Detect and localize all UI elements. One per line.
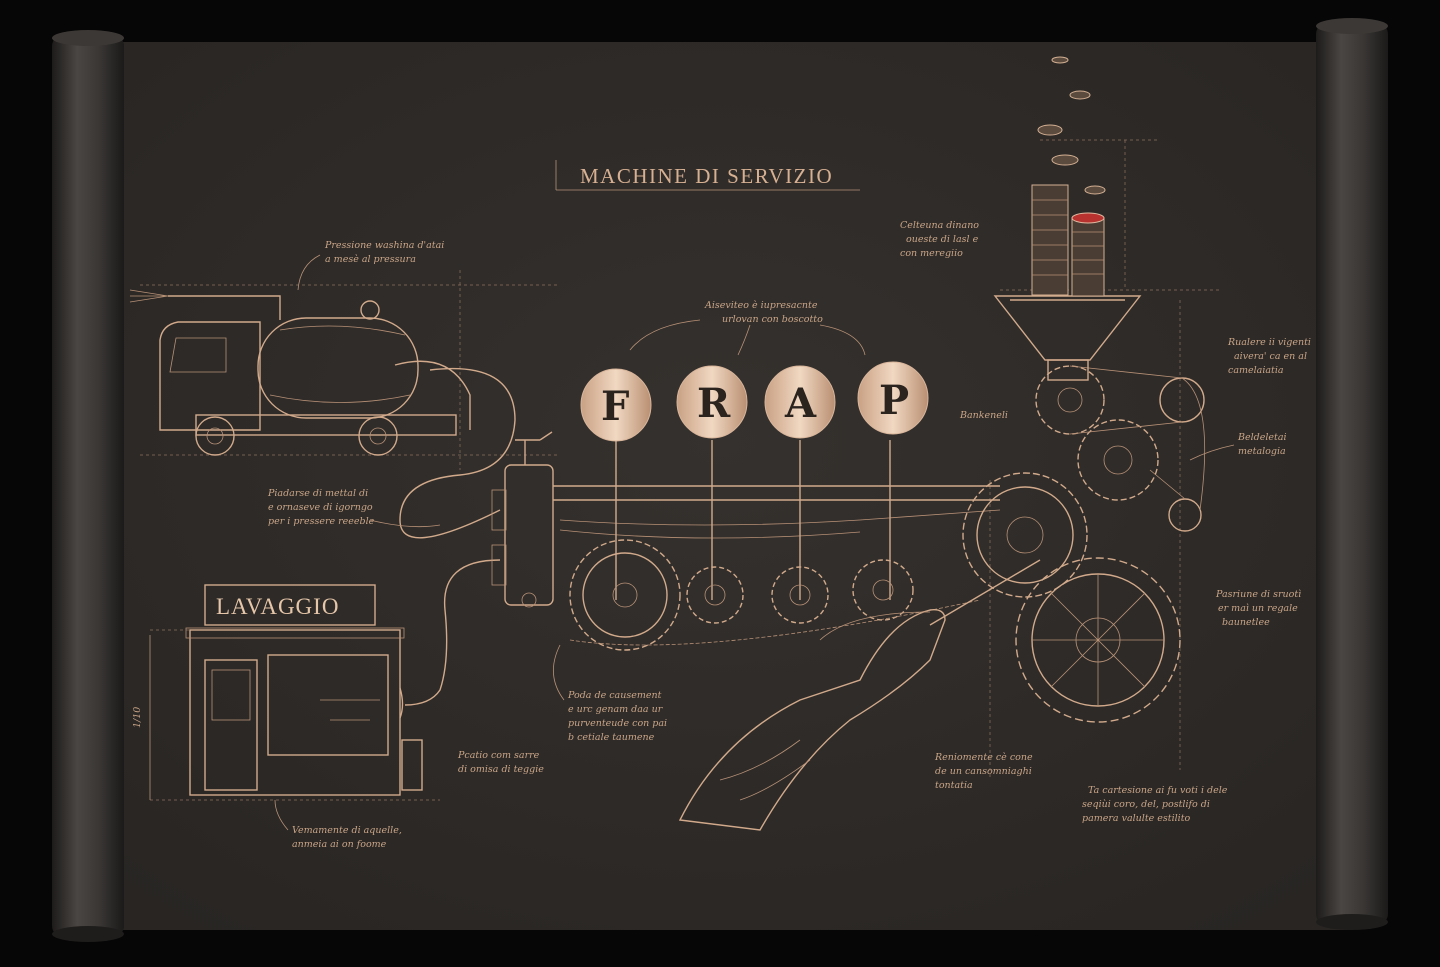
- right-roll: [1316, 18, 1388, 930]
- annotation-coins: Celteuna dinano oueste di lasl e con mer…: [900, 220, 979, 259]
- svg-text:er maì un regale: er maì un regale: [1218, 603, 1298, 614]
- annotation-gear-bottom-right: Pasriune di sruotì er maì un regale baun…: [1215, 589, 1301, 628]
- annotation-shop-left: Pcatio com sarre di omisa di teggie: [457, 750, 544, 775]
- svg-text:urlovan con boscotto: urlovan con boscotto: [722, 314, 823, 325]
- svg-text:Pasriune di sruotì: Pasriune di sruotì: [1215, 589, 1301, 600]
- svg-text:1/10: 1/10: [132, 707, 143, 728]
- water-hose: [399, 367, 516, 539]
- svg-text:Reniomente cè cone: Reniomente cè cone: [934, 752, 1033, 763]
- key-r: R: [676, 365, 748, 600]
- svg-text:seqiùi coro, del, postlifo di: seqiùi coro, del, postlifo di: [1082, 799, 1210, 810]
- svg-text:di omisa di teggie: di omisa di teggie: [458, 764, 544, 775]
- svg-text:a mesè al pressura: a mesè al pressura: [325, 254, 416, 265]
- svg-text:R: R: [697, 380, 731, 427]
- key-a: A: [764, 365, 836, 600]
- svg-text:b cetiale taumene: b cetiale taumene: [568, 732, 655, 743]
- annotation-truck: Pressione washina d'atai a mesè al press…: [297, 240, 444, 291]
- lavaggio-shop: LAVAGGIO: [185, 584, 423, 796]
- svg-text:Pcatio com sarre: Pcatio com sarre: [457, 750, 540, 761]
- svg-text:de un cansomniaghi: de un cansomniaghi: [935, 766, 1032, 777]
- annotation-gear-right: Beldeletai metalogia: [1189, 432, 1287, 461]
- svg-text:tontatia: tontatia: [935, 780, 973, 791]
- svg-text:con meregiio: con meregiio: [900, 248, 963, 259]
- page-title: MACHINE DI SERVIZIO: [580, 164, 833, 188]
- left-roll: [52, 30, 124, 942]
- tanker-truck: [129, 289, 471, 456]
- svg-text:Aiseviteo è iupresacnte: Aiseviteo è iupresacnte: [704, 300, 818, 311]
- annotation-keys: Aiseviteo è iupresacnte urlovan con bosc…: [629, 300, 866, 356]
- shop-sign: LAVAGGIO: [216, 594, 339, 619]
- svg-text:Celteuna dinano: Celteuna dinano: [900, 220, 979, 231]
- key-f: F: [580, 368, 652, 600]
- svg-text:Poda de causement: Poda de causement: [567, 690, 662, 701]
- svg-text:per i pressere reeeble: per i pressere reeeble: [268, 516, 375, 527]
- svg-text:purventeude con pai: purventeude con pai: [568, 718, 667, 729]
- annotation-shop-bottom: Vemamente di aquelle, anmeia ai on foome: [274, 799, 402, 850]
- key-p: P: [857, 361, 929, 600]
- annotation-center: Reniomente cè cone de un cansomniaghi to…: [934, 752, 1033, 791]
- annotation-bottom-right: Ta cartesione ai fu voti i dele seqiùi c…: [1082, 785, 1228, 824]
- svg-text:pamera valulte estilito: pamera valulte estilito: [1082, 813, 1191, 824]
- svg-text:Pressione washina d'atai: Pressione washina d'atai: [324, 240, 444, 251]
- svg-text:Ta cartesione ai fu voti i del: Ta cartesione ai fu voti i dele: [1088, 785, 1228, 796]
- red-coin: [1071, 212, 1105, 224]
- svg-text:e urc genam daa ur: e urc genam daa ur: [568, 704, 664, 715]
- svg-text:camelaiatia: camelaiatia: [1228, 365, 1284, 376]
- drawing-hand: [678, 559, 1041, 831]
- svg-text:oueste di lasl e: oueste di lasl e: [906, 234, 979, 245]
- annotation-pulley: Rualere ii vigenti aivera' ca en al came…: [1227, 337, 1311, 376]
- svg-text:e ornaseve di igorngo: e ornaseve di igorngo: [268, 502, 373, 513]
- svg-text:Beldeletai: Beldeletai: [1237, 432, 1287, 443]
- annotation-hose: Piadarse di mettal di e ornaseve di igor…: [267, 488, 441, 528]
- svg-text:anmeia ai on foome: anmeia ai on foome: [292, 839, 387, 850]
- svg-text:baunetlee: baunetlee: [1222, 617, 1270, 628]
- main-shaft: [553, 485, 1001, 539]
- coin-stacks: [1031, 56, 1106, 297]
- svg-text:metalogia: metalogia: [1238, 446, 1286, 457]
- svg-text:Bankeneli: Bankeneli: [959, 410, 1008, 421]
- dimension-mark: 1/10: [132, 635, 151, 800]
- svg-text:Piadarse di mettal di: Piadarse di mettal di: [267, 488, 368, 499]
- lower-hose: [404, 559, 501, 706]
- svg-text:P: P: [879, 377, 909, 424]
- svg-text:F: F: [601, 383, 629, 430]
- annotation-valve: Poda de causement e urc genam daa ur pur…: [553, 644, 667, 743]
- valve-assembly: [491, 431, 554, 608]
- svg-text:aivera' ca en al: aivera' ca en al: [1234, 351, 1307, 362]
- svg-text:Vemamente di aquelle,: Vemamente di aquelle,: [292, 825, 402, 836]
- title-block: MACHINE DI SERVIZIO: [555, 160, 860, 191]
- svg-text:Rualere ii vigenti: Rualere ii vigenti: [1227, 337, 1311, 348]
- annotation-banner: Bankeneli: [959, 410, 1008, 421]
- gear-row: [569, 539, 981, 651]
- svg-text:A: A: [784, 380, 817, 427]
- gear-cluster: [962, 365, 1206, 723]
